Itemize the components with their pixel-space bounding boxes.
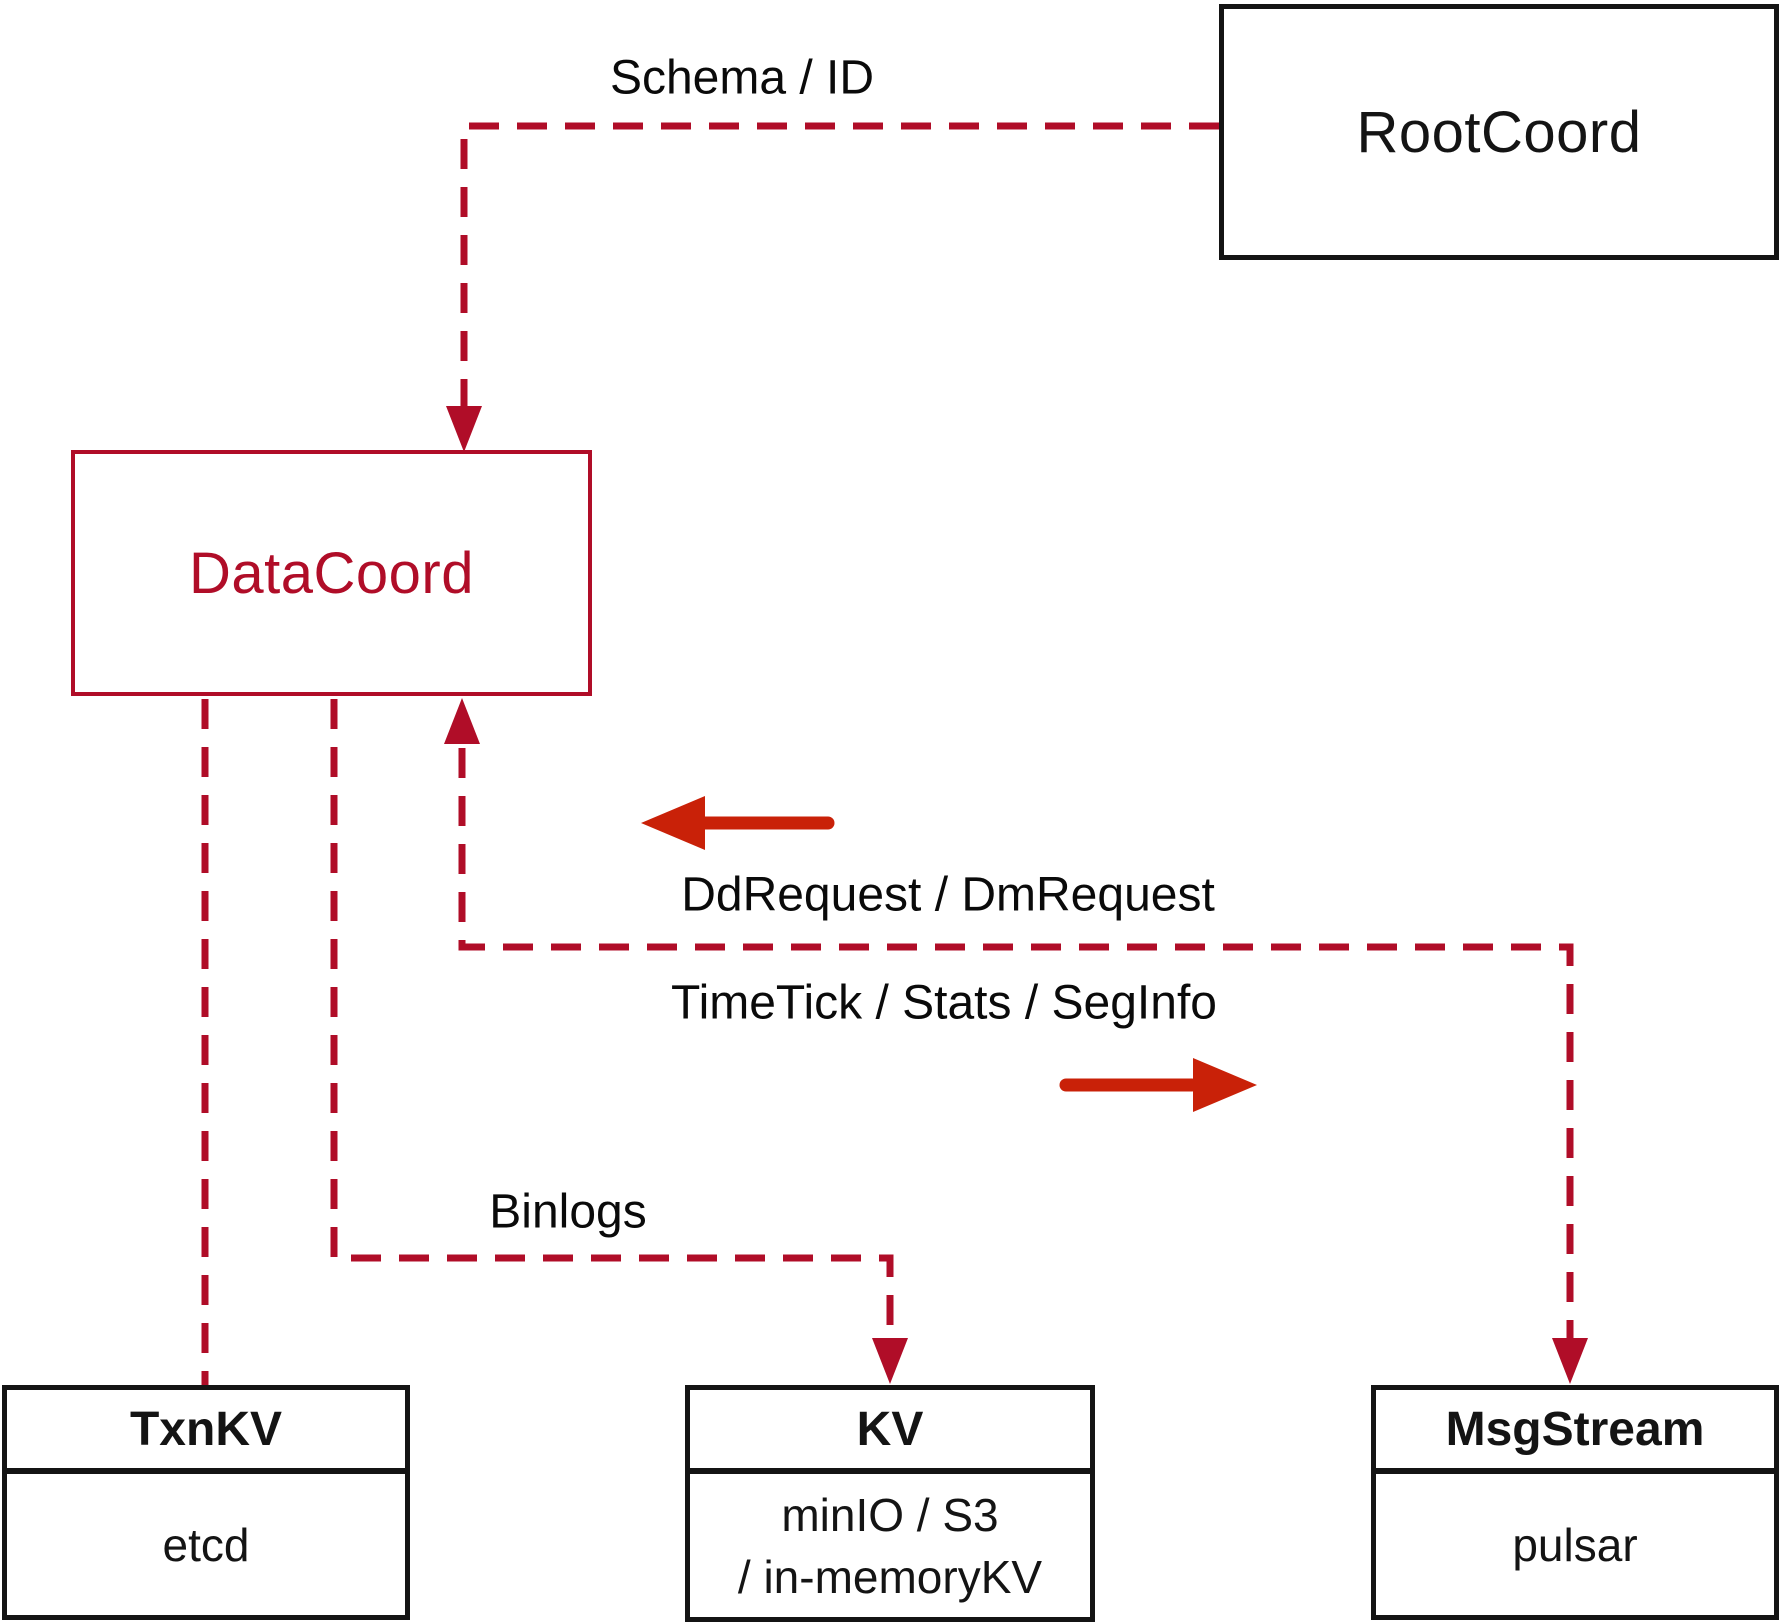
edge-binlogs-line [330, 699, 894, 1368]
left-direction-arrow-icon [641, 796, 705, 850]
arrowhead-into-datacoord-top-icon [446, 406, 482, 452]
rootcoord-label: RootCoord [1356, 99, 1642, 165]
timetick-stats-seginfo-label: TimeTick / Stats / SegInfo [671, 976, 1217, 1030]
txnkv-node: TxnKV etcd [2, 1385, 410, 1620]
kv-body-line2: / in-memoryKV [737, 1550, 1043, 1603]
msgstream-node: MsgStream pulsar [1371, 1385, 1779, 1620]
arrowhead-into-msgstream-icon [1552, 1338, 1588, 1384]
rootcoord-node: RootCoord [1219, 4, 1779, 260]
arrowhead-into-kv-icon [872, 1338, 908, 1384]
datacoord-node: DataCoord [71, 450, 592, 696]
kv-body-line1: minIO / S3 [781, 1488, 999, 1541]
ddrequest-dmrequest-label: DdRequest / DmRequest [681, 868, 1215, 922]
msgstream-body: pulsar [1512, 1518, 1638, 1571]
txnkv-title: TxnKV [7, 1390, 405, 1474]
arrowhead-into-datacoord-bottom-icon [444, 698, 480, 744]
right-direction-arrow-icon [1193, 1058, 1257, 1112]
binlogs-label: Binlogs [489, 1185, 647, 1239]
schema-id-label: Schema / ID [609, 51, 875, 105]
kv-node: KV minIO / S3 / in-memoryKV [685, 1385, 1095, 1622]
edge-requests-line [458, 748, 1574, 1368]
kv-title: KV [690, 1390, 1090, 1474]
datacoord-label: DataCoord [189, 540, 474, 606]
msgstream-title: MsgStream [1376, 1390, 1774, 1474]
txnkv-body: etcd [162, 1518, 250, 1571]
edge-schema-id-line [460, 122, 1219, 438]
